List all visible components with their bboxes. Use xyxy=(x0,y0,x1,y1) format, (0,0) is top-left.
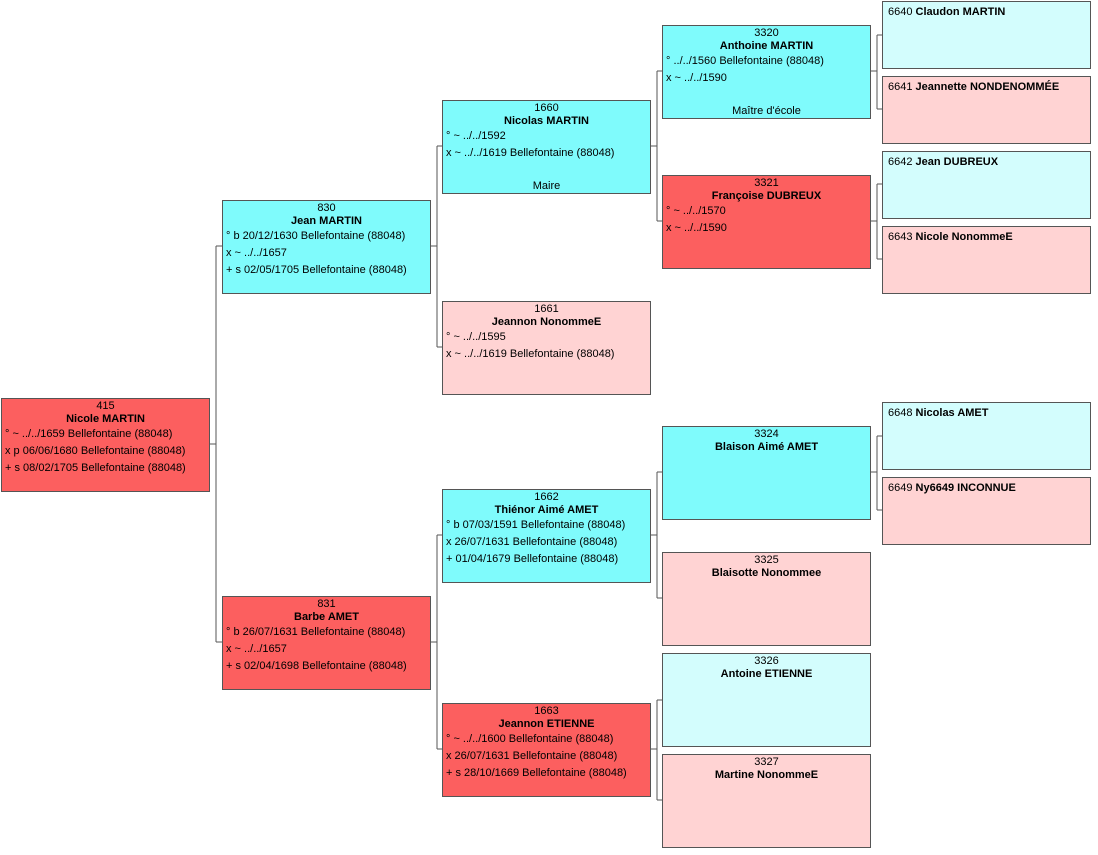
sosa-number: 3324 xyxy=(754,428,779,440)
marriage-event: x 26/07/1631 Bellefontaine (88048) xyxy=(446,750,618,762)
sosa-number: 831 xyxy=(317,598,336,610)
person-name: Nicole MARTIN xyxy=(66,413,145,425)
person-name: Claudon MARTIN xyxy=(915,6,1006,18)
marriage-event: x p 06/06/1680 Bellefontaine (88048) xyxy=(5,445,186,457)
person-name: Anthoine MARTIN xyxy=(719,40,814,52)
sosa-number: 3320 xyxy=(754,27,779,39)
sosa-number: 6641 xyxy=(888,81,913,93)
death-event: + s 28/10/1669 Bellefontaine (88048) xyxy=(446,767,627,779)
person-card-3326[interactable]: 3326 Antoine ETIENNE xyxy=(662,653,871,747)
person-card-6641[interactable]: 6641 Jeannette NONDENOMMÉE xyxy=(882,76,1091,144)
person-card-1663[interactable]: 1663 Jeannon ETIENNE ° ~ ../../1600 Bell… xyxy=(442,703,651,797)
birth-event: ° b 26/07/1631 Bellefontaine (88048) xyxy=(226,626,406,638)
person-name: Jeannon NonommeE xyxy=(491,316,602,328)
person-name: Jeannette NONDENOMMÉE xyxy=(915,81,1060,93)
birth-event: ° ~ ../../1595 xyxy=(446,331,506,343)
occupation-note: Maître d'école xyxy=(732,105,801,117)
birth-event: ° b 07/03/1591 Bellefontaine (88048) xyxy=(446,519,626,531)
sosa-number: 3326 xyxy=(754,655,779,667)
marriage-event: x 26/07/1631 Bellefontaine (88048) xyxy=(446,536,618,548)
person-name: Ny6649 INCONNUE xyxy=(915,482,1016,494)
person-card-3324[interactable]: 3324 Blaison Aimé AMET xyxy=(662,426,871,520)
person-card-1662[interactable]: 1662 Thiénor Aimé AMET ° b 07/03/1591 Be… xyxy=(442,489,651,583)
birth-event: ° ~ ../../1659 Bellefontaine (88048) xyxy=(5,428,173,440)
person-card-1661[interactable]: 1661 Jeannon NonommeE ° ~ ../../1595 x ~… xyxy=(442,301,651,395)
person-card-3321[interactable]: 3321 Françoise DUBREUX ° ~ ../../1570 x … xyxy=(662,175,871,269)
sosa-number: 1662 xyxy=(534,491,559,503)
person-card-6643[interactable]: 6643 Nicole NonommeE xyxy=(882,226,1091,294)
person-card-3320[interactable]: 3320 Anthoine MARTIN ° ../../1560 Bellef… xyxy=(662,25,871,119)
birth-event: ° ~ ../../1592 xyxy=(446,130,506,142)
person-name: Jean DUBREUX xyxy=(915,156,999,168)
person-card-1660[interactable]: 1660 Nicolas MARTIN ° ~ ../../1592 x ~ .… xyxy=(442,100,651,194)
marriage-event: x ~ ../../1619 Bellefontaine (88048) xyxy=(446,348,615,360)
person-card-831[interactable]: 831 Barbe AMET ° b 26/07/1631 Bellefonta… xyxy=(222,596,431,690)
person-card-6642[interactable]: 6642 Jean DUBREUX xyxy=(882,151,1091,219)
sosa-number: 3327 xyxy=(754,756,779,768)
person-name: Martine NonommeE xyxy=(714,769,819,781)
person-name: Jeannon ETIENNE xyxy=(498,718,595,730)
person-name: Thiénor Aimé AMET xyxy=(494,504,599,516)
person-name: Nicole NonommeE xyxy=(915,231,1013,243)
birth-event: ° ~ ../../1600 Bellefontaine (88048) xyxy=(446,733,614,745)
sosa-number: 6643 xyxy=(888,231,913,243)
birth-event: ° b 20/12/1630 Bellefontaine (88048) xyxy=(226,230,406,242)
sosa-number: 6648 xyxy=(888,407,913,419)
marriage-event: x ~ ../../1657 xyxy=(226,643,287,655)
sosa-number: 3321 xyxy=(754,177,779,189)
person-name: Nicolas AMET xyxy=(915,407,989,419)
sosa-number: 1660 xyxy=(534,102,559,114)
person-card-415[interactable]: 415 Nicole MARTIN ° ~ ../../1659 Bellefo… xyxy=(1,398,210,492)
death-event: + 01/04/1679 Bellefontaine (88048) xyxy=(446,553,619,565)
person-card-6649[interactable]: 6649 Ny6649 INCONNUE xyxy=(882,477,1091,545)
person-card-6640[interactable]: 6640 Claudon MARTIN xyxy=(882,1,1091,69)
sosa-number: 1663 xyxy=(534,705,559,717)
birth-event: ° ../../1560 Bellefontaine (88048) xyxy=(666,55,824,67)
sosa-number: 1661 xyxy=(534,303,559,315)
marriage-event: x ~ ../../1619 Bellefontaine (88048) xyxy=(446,147,615,159)
person-name: Barbe AMET xyxy=(294,611,359,623)
death-event: + s 02/05/1705 Bellefontaine (88048) xyxy=(226,264,407,276)
person-card-6648[interactable]: 6648 Nicolas AMET xyxy=(882,402,1091,470)
person-name: Françoise DUBREUX xyxy=(711,190,822,202)
sosa-number: 6640 xyxy=(888,6,913,18)
marriage-event: x ~ ../../1657 xyxy=(226,247,287,259)
death-event: + s 08/02/1705 Bellefontaine (88048) xyxy=(5,462,186,474)
death-event: + s 02/04/1698 Bellefontaine (88048) xyxy=(226,660,407,672)
sosa-number: 6649 xyxy=(888,482,913,494)
person-name: Jean MARTIN xyxy=(291,215,362,227)
birth-event: ° ~ ../../1570 xyxy=(666,205,726,217)
person-name: Nicolas MARTIN xyxy=(504,115,589,127)
person-card-830[interactable]: 830 Jean MARTIN ° b 20/12/1630 Bellefont… xyxy=(222,200,431,294)
person-card-3325[interactable]: 3325 Blaisotte Nonommee xyxy=(662,552,871,646)
marriage-event: x ~ ../../1590 xyxy=(666,222,727,234)
occupation-note: Maire xyxy=(532,180,561,192)
person-name: Blaison Aimé AMET xyxy=(714,441,819,453)
marriage-event: x ~ ../../1590 xyxy=(666,72,727,84)
sosa-number: 830 xyxy=(317,202,336,214)
sosa-number: 6642 xyxy=(888,156,913,168)
person-card-3327[interactable]: 3327 Martine NonommeE xyxy=(662,754,871,848)
person-name: Antoine ETIENNE xyxy=(720,668,813,680)
sosa-number: 3325 xyxy=(754,554,779,566)
person-name: Blaisotte Nonommee xyxy=(711,567,822,579)
sosa-number: 415 xyxy=(96,400,115,412)
